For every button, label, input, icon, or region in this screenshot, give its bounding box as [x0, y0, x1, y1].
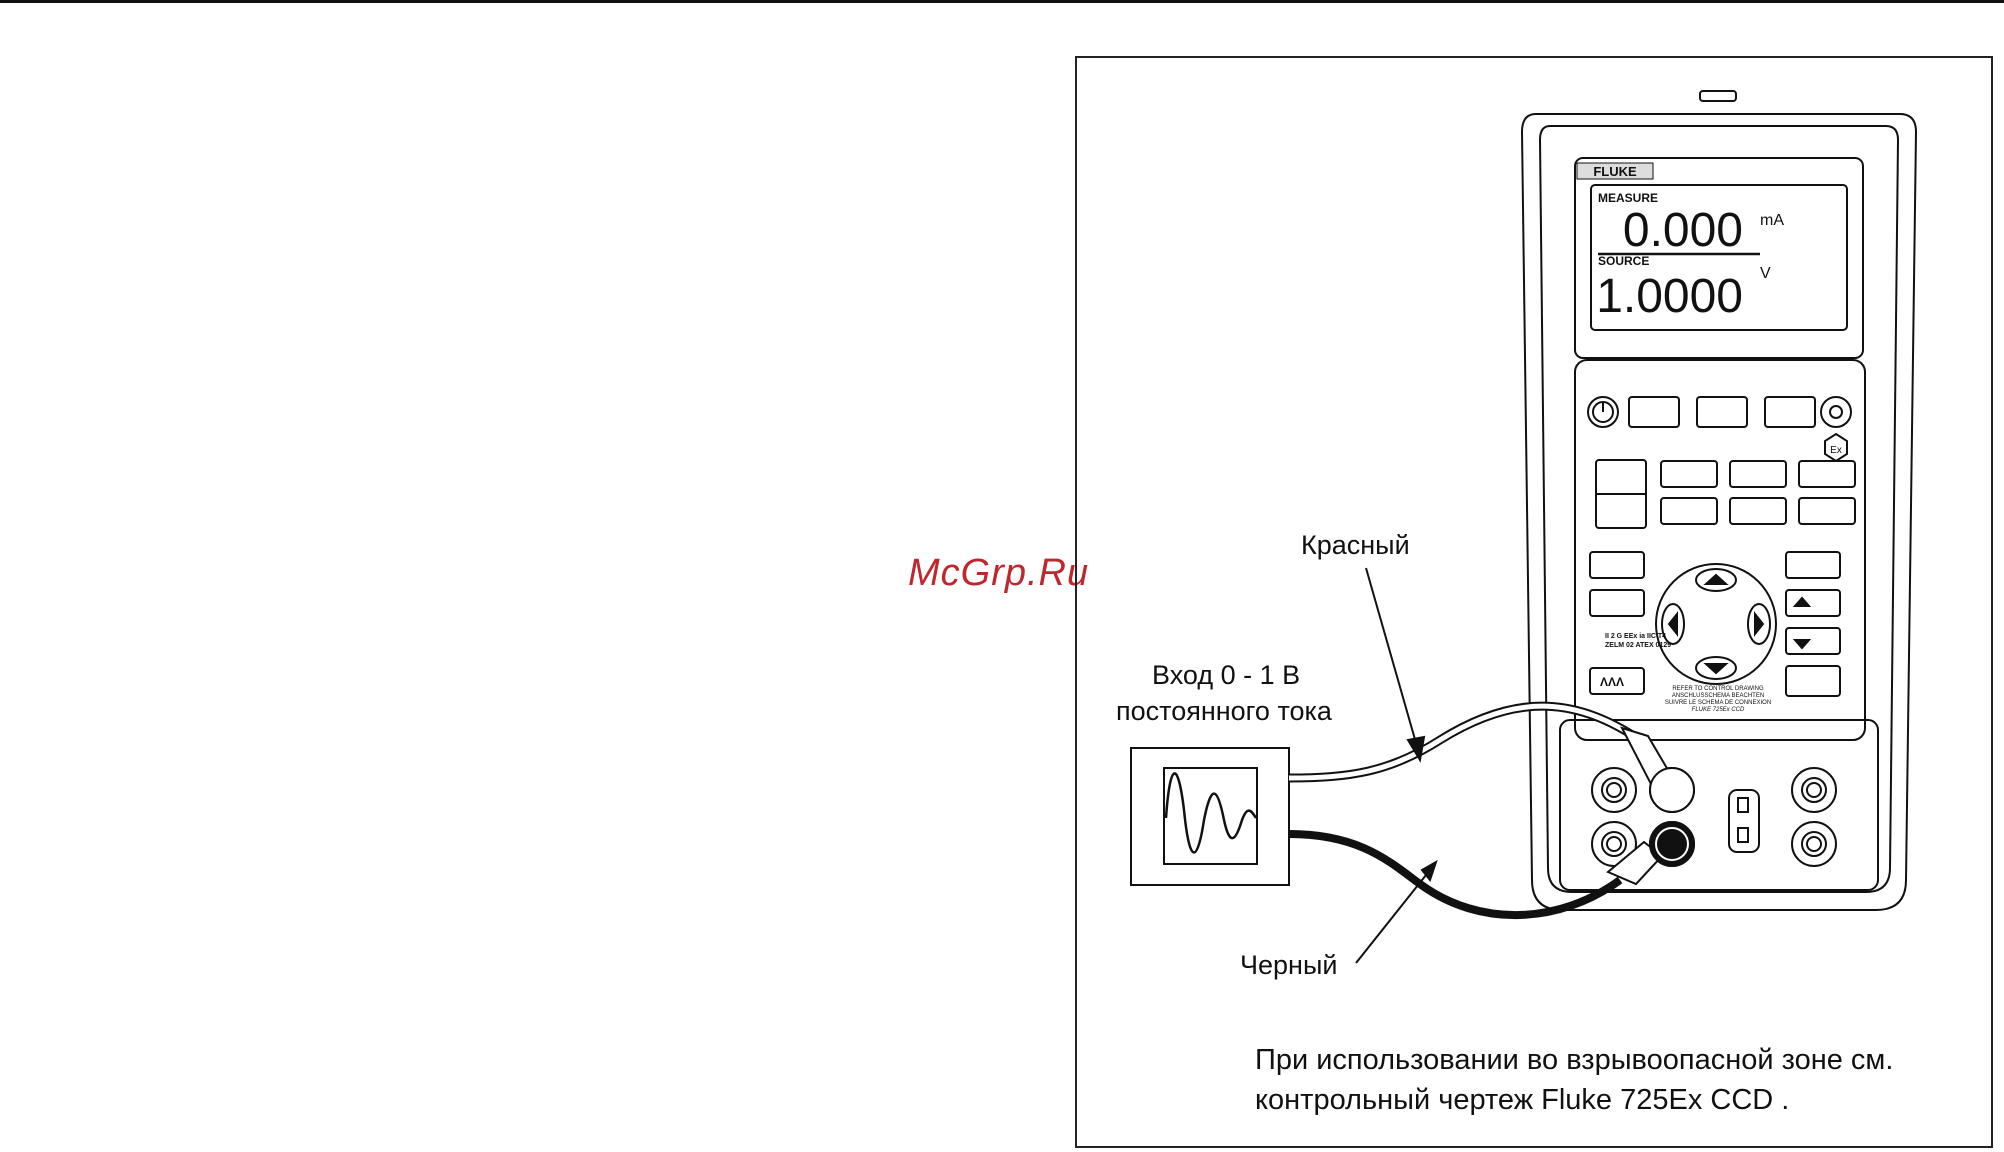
warning-text-2: ANSCHLUSSCHEMA BEACHTEN: [1672, 693, 1764, 699]
source-label: SOURCE: [1598, 254, 1649, 268]
warning-text-4: FLUKE 725Ex CCD: [1692, 707, 1745, 713]
arrow-down-icon: [1703, 663, 1729, 675]
signal-source-box: [1130, 747, 1290, 886]
hazard-note-line2: контрольный чертеж Fluke 725Ex CCD .: [1255, 1084, 1790, 1116]
sun-icon: [1820, 396, 1852, 428]
black-lead: [1288, 821, 1695, 919]
atex-text-2: ZELM 02 ATEX 0129: [1605, 642, 1671, 649]
hazard-note: При использовании во взрывоопасной зоне …: [1255, 1040, 1893, 1120]
input-label-line2: постоянного тока: [1116, 696, 1332, 726]
source-value: 1.0000: [1596, 270, 1743, 323]
top-rule: [0, 0, 2004, 3]
brand-logo: FLUKE: [1593, 164, 1637, 179]
source-unit: V: [1760, 265, 1771, 282]
input-label-line1: Вход 0 - 1 В: [1152, 660, 1301, 690]
black-leader-line: [1355, 869, 1431, 964]
arrow-left-icon: [1667, 611, 1678, 637]
figure-frame: [1075, 56, 1993, 1148]
measure-value: 0.000: [1623, 204, 1743, 257]
watermark: McGrp.Ru: [908, 552, 1090, 594]
red-leader-line: [1365, 567, 1419, 751]
black-lead-label: Черный: [1240, 950, 1338, 980]
power-icon: [1587, 396, 1619, 428]
measure-label: MEASURE: [1598, 191, 1658, 205]
atex-text-1: II 2 G EEx ia IIC T4: [1605, 633, 1666, 640]
svg-text:Ex: Ex: [1830, 445, 1842, 456]
red-lead-label: Красный: [1301, 530, 1410, 560]
svg-text:ΛΛΛ: ΛΛΛ: [1600, 675, 1624, 689]
warning-text-3: SUIVRE LE SCHEMA DE CONNEXION: [1665, 700, 1771, 706]
warning-text-1: REFER TO CONTROL DRAWING: [1672, 686, 1764, 692]
red-lead: [1288, 701, 1695, 813]
arrow-up-icon: [1703, 573, 1729, 585]
measure-unit: mA: [1760, 212, 1784, 229]
nav-pad: [1655, 563, 1777, 685]
hazard-note-line1: При использовании во взрывоопасной зоне …: [1255, 1044, 1894, 1076]
arrow-right-icon: [1754, 611, 1765, 637]
